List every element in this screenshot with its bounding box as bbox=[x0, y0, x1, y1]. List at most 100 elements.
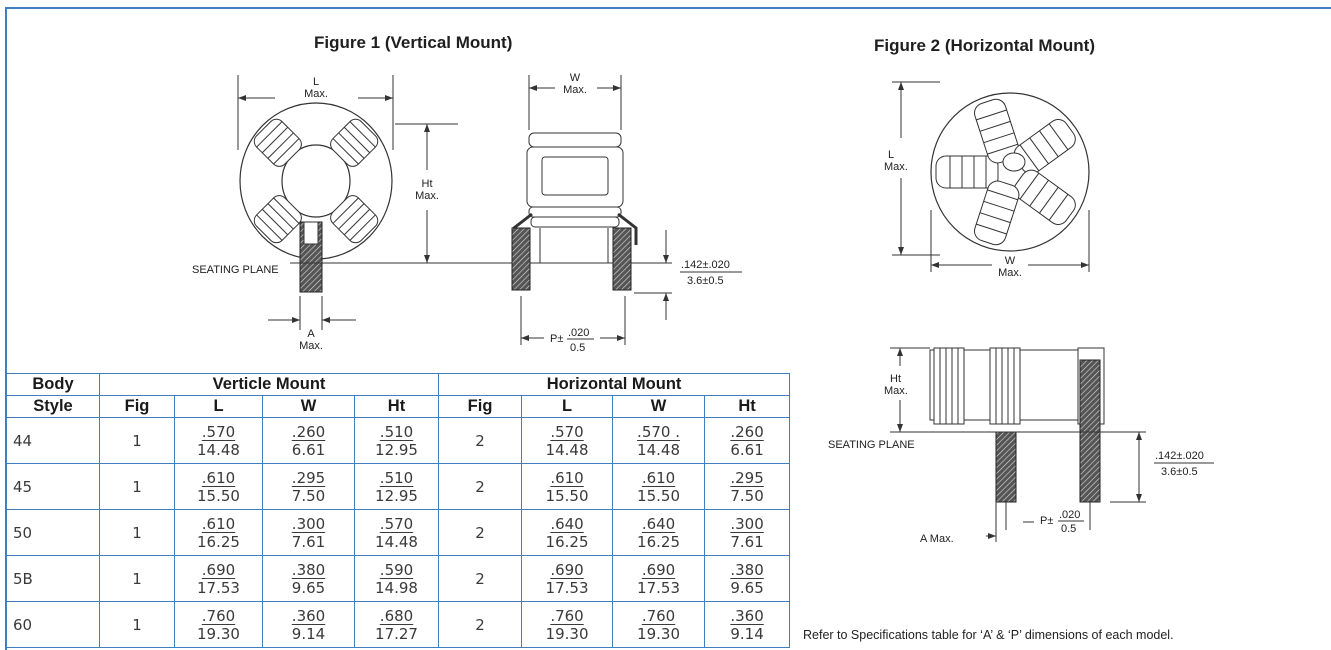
h-fig-cell: 2 bbox=[438, 601, 523, 648]
l-max-label: Max. bbox=[304, 88, 328, 100]
figure2-title: Figure 2 (Horizontal Mount) bbox=[874, 36, 1095, 55]
toroid-core bbox=[239, 102, 393, 293]
v-fig-cell: 1 bbox=[99, 463, 175, 510]
h-fig-cell: 2 bbox=[438, 463, 523, 510]
v-fig-cell: 1 bbox=[99, 509, 175, 556]
ht-max-dimension: Ht Max. bbox=[395, 123, 458, 263]
table-header-row-1: Body Verticle Mount Horizontal Mount bbox=[6, 373, 791, 396]
fig2-ht-max-label: Max. bbox=[884, 385, 908, 397]
l-max-dimension: L Max. bbox=[237, 75, 394, 150]
pitch-tolerance-bottom: 0.5 bbox=[570, 342, 585, 354]
fig2-lead-tolerance-bottom: 3.6±0.5 bbox=[1161, 466, 1198, 478]
body-style-cell: 5B bbox=[6, 555, 100, 602]
figure2-drawing: L Max. W Max. Ht Max. bbox=[828, 81, 1214, 545]
v-fig-cell: 1 bbox=[99, 417, 175, 464]
content-frame bbox=[5, 7, 1331, 650]
ht-max-label: Max. bbox=[415, 190, 439, 202]
table-header-row-2: Style Fig L W Ht Fig L W Ht bbox=[6, 395, 791, 418]
body-style-cell: 60 bbox=[6, 601, 100, 648]
a-label: A bbox=[307, 328, 315, 340]
fig2-ht-label: Ht bbox=[890, 373, 901, 385]
header-h-l: L bbox=[521, 395, 614, 418]
fig2-l-max-label: Max. bbox=[884, 161, 908, 173]
lead-tolerance-top: .142±.020 bbox=[681, 259, 730, 271]
header-h-fig: Fig bbox=[438, 395, 523, 418]
v-fig-cell: 1 bbox=[99, 555, 175, 602]
header-horizontal-mount: Horizontal Mount bbox=[438, 373, 791, 396]
header-v-l: L bbox=[174, 395, 263, 418]
header-style: Style bbox=[6, 395, 100, 418]
fig2-lead-tolerance-top: .142±.020 bbox=[1155, 450, 1204, 462]
h-fig-cell: 2 bbox=[438, 417, 523, 464]
pitch-prefix: P± bbox=[550, 333, 563, 345]
h-fig-cell: 2 bbox=[438, 509, 523, 556]
v-fig-cell: 1 bbox=[99, 601, 175, 648]
specification-note: Refer to Specifications table for ‘A’ & … bbox=[803, 628, 1174, 642]
fig2-l-dimension: L Max. bbox=[884, 81, 940, 256]
header-body: Body bbox=[6, 373, 100, 396]
fig2-pitch-tolerance-top: .020 bbox=[1059, 509, 1080, 521]
header-h-w: W bbox=[612, 395, 706, 418]
fig2-seating-plane-label: SEATING PLANE bbox=[828, 439, 915, 451]
header-vertical-mount: Verticle Mount bbox=[98, 373, 440, 396]
fig2-w-max-label: Max. bbox=[998, 267, 1022, 279]
body-style-cell: 45 bbox=[6, 463, 100, 510]
w-label: W bbox=[570, 72, 581, 84]
fig2-w-label: W bbox=[1005, 255, 1016, 267]
pitch-tolerance-top: .020 bbox=[568, 327, 589, 339]
side-view-horizontal: Ht Max. SEATING PLANE .142±.020 3.6±0.5 … bbox=[828, 347, 1214, 545]
ht-label: Ht bbox=[422, 178, 433, 190]
toroid-top-view bbox=[930, 92, 1090, 252]
w-max-label: Max. bbox=[563, 84, 587, 96]
header-v-fig: Fig bbox=[99, 395, 175, 418]
figure1-drawing: L Max. SEATING PLANE Ht Max. bbox=[192, 72, 742, 354]
body-style-cell: 50 bbox=[6, 509, 100, 556]
fig2-pitch-tolerance-bottom: 0.5 bbox=[1061, 523, 1076, 535]
dimensions-table: Body Verticle Mount Horizontal Mount Sty… bbox=[6, 373, 791, 648]
header-h-ht: Ht bbox=[704, 395, 791, 418]
fig2-a-max-label: A Max. bbox=[920, 533, 954, 545]
seating-plane-label: SEATING PLANE bbox=[192, 264, 279, 276]
h-w-cell: .570 .14.48 bbox=[612, 417, 706, 464]
fig2-w-dimension: W Max. bbox=[930, 210, 1090, 279]
l-label: L bbox=[313, 76, 319, 88]
figure1-title: Figure 1 (Vertical Mount) bbox=[314, 33, 513, 52]
fig2-pitch-prefix: P± bbox=[1040, 515, 1053, 527]
body-style-cell: 44 bbox=[6, 417, 100, 464]
h-fig-cell: 2 bbox=[438, 555, 523, 602]
side-view-vertical: W Max. .142±.020 3.6±0.5 P± .020 0.5 bbox=[511, 72, 742, 354]
header-v-ht: Ht bbox=[353, 395, 440, 418]
